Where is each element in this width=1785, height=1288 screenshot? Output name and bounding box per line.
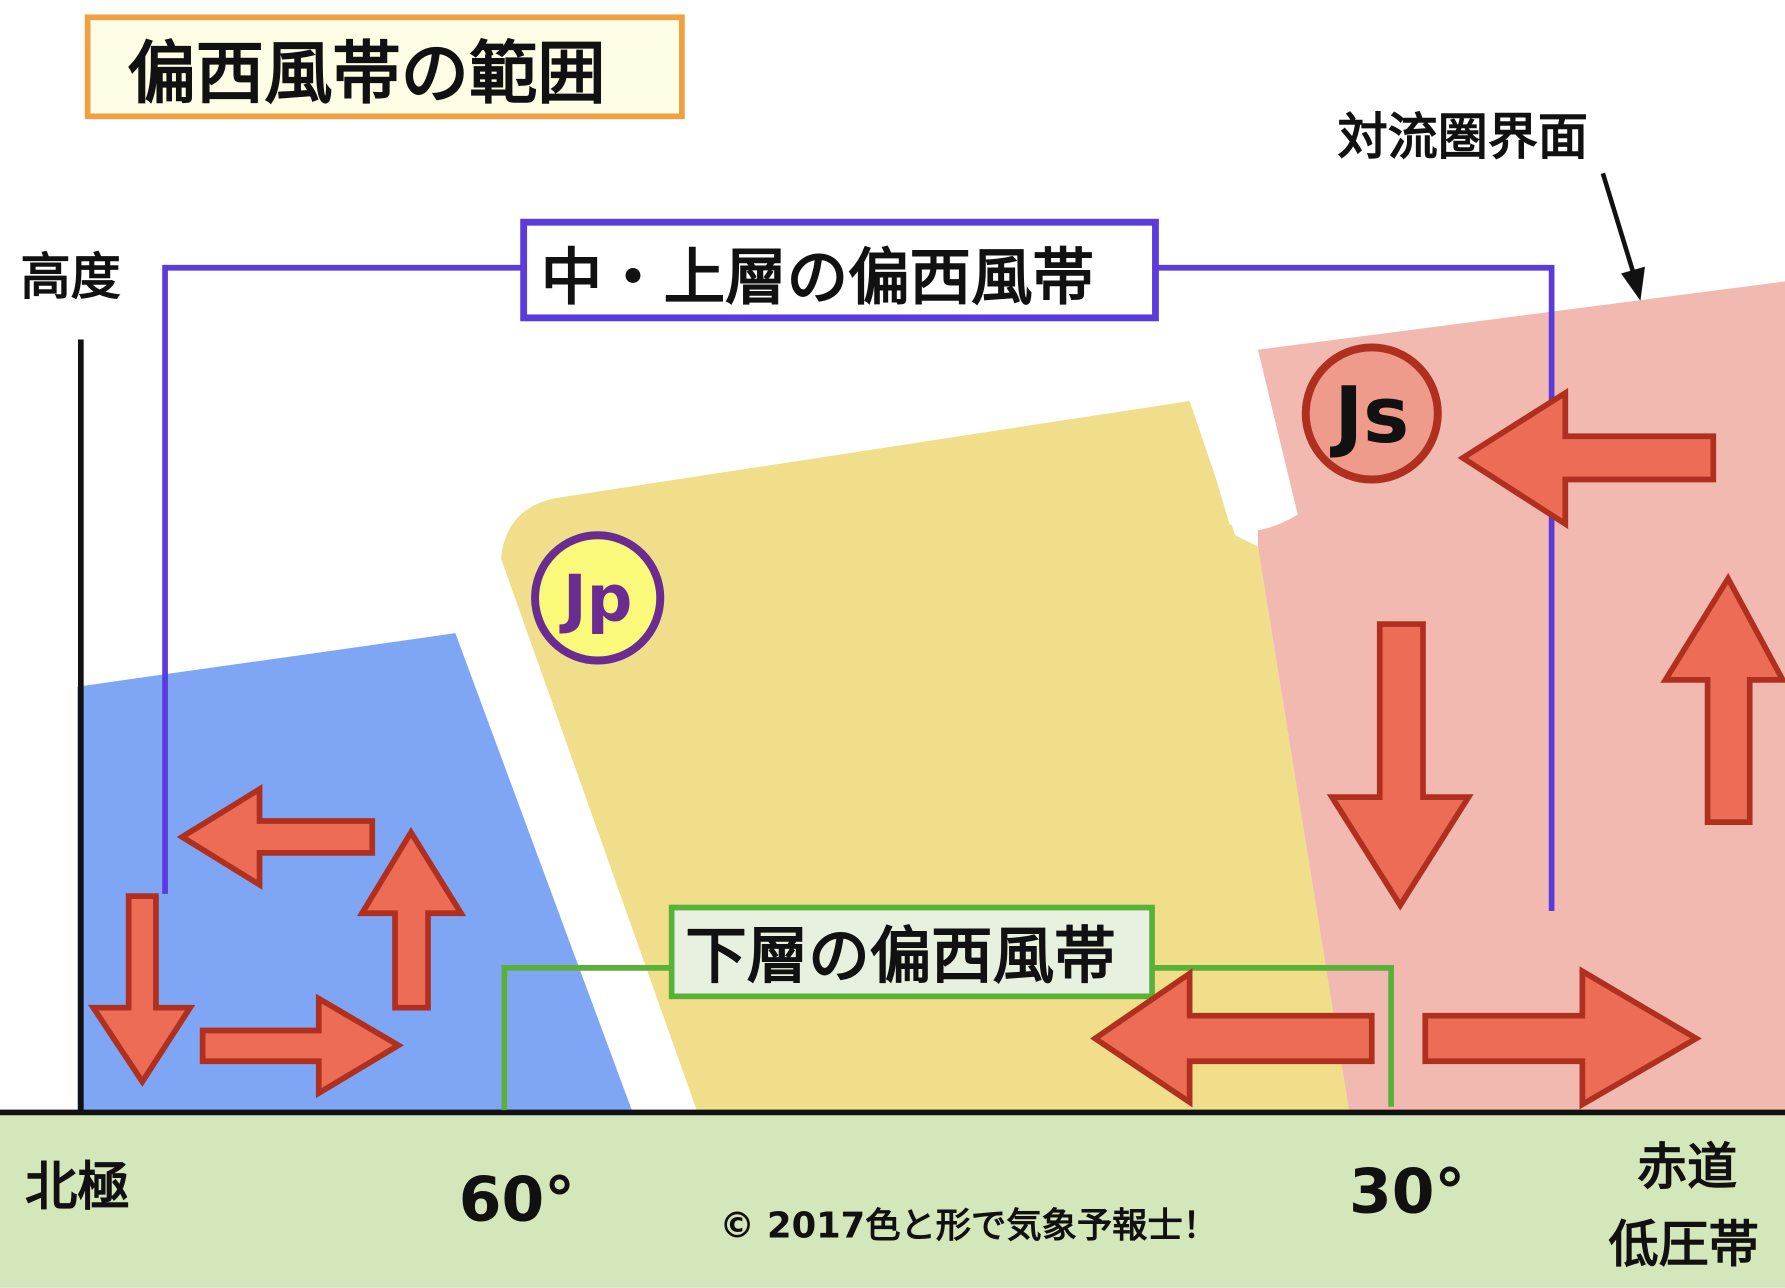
north-pole-label: 北極 [25,1157,130,1218]
latitude-30-label: 30° [1349,1157,1465,1228]
tropopause-arrow-icon [1600,172,1640,286]
arrow-right-icon [199,993,405,1099]
arrow-down-icon [1326,621,1474,911]
ferrel-cell-region [500,400,1349,1111]
equator-label: 赤道 [1637,1138,1737,1196]
page-title: 偏西風帯の範囲 [128,35,606,114]
altitude-label: 高度 [20,248,120,306]
polar-jet-marker [531,531,665,665]
lower-band-bracket [501,965,1394,1111]
low-pressure-label: 低圧帯 [1609,1216,1759,1274]
hadley-cell-region [1257,281,1785,1111]
arrow-up-icon [356,826,467,1011]
subtropical-jet-label: Js [1329,371,1409,461]
arrow-left-icon [1457,387,1717,530]
jet-gap [1193,349,1298,531]
upper-band-bracket [162,264,1555,911]
tropopause-arrowhead-icon [1621,266,1645,301]
arrow-down-icon [88,893,196,1087]
arrow-left-icon [176,784,376,890]
lower-band-box [668,904,1155,1000]
latitude-60-label: 60° [459,1165,575,1236]
lower-band-label: 下層の偏西風帯 [685,921,1115,992]
arrow-left-icon [1090,968,1375,1108]
ground-band [0,1112,1785,1288]
title-box [84,14,685,120]
tropopause-label: 対流圏界面 [1338,108,1588,166]
copyright-text: © 2017色と形で気象予報士！ [719,1206,1218,1247]
polar-cell-region [77,633,632,1111]
subtropical-jet-marker [1301,343,1442,484]
upper-band-box [520,218,1159,322]
polar-jet-label: Jp [559,563,632,637]
arrow-right-icon [1422,966,1702,1110]
upper-band-label: 中・上層の偏西風帯 [541,242,1094,313]
arrow-up-icon [1660,572,1785,826]
